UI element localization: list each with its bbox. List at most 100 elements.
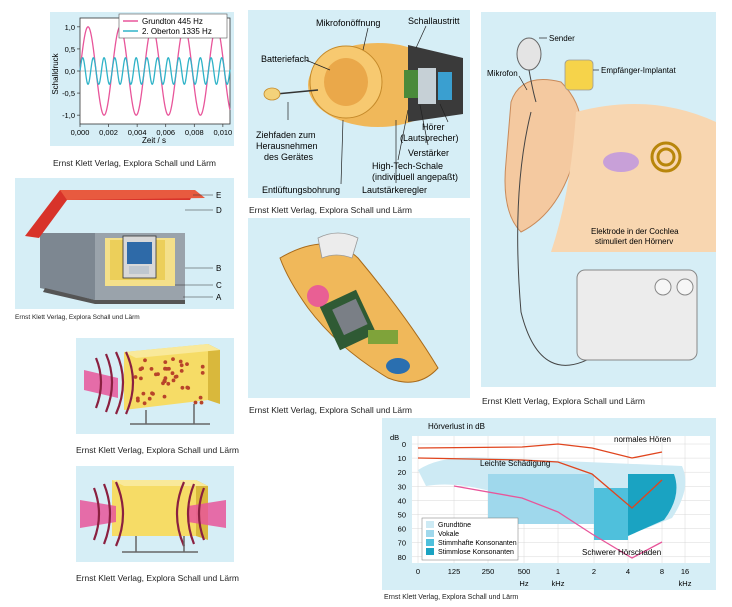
annot-schwer: Schwerer Hörschaden <box>582 548 661 557</box>
label-hoerer: Hörer <box>422 122 445 132</box>
house-label-e: E <box>216 191 221 200</box>
aud-ytick-label: 30 <box>398 482 406 491</box>
wave-ytick-label: 0,5 <box>65 45 75 54</box>
aud-xtick-label: 125 <box>448 567 461 576</box>
absorber-dot <box>133 375 138 379</box>
resonator-panel <box>76 466 234 562</box>
aud-ytick-label: 10 <box>398 454 406 463</box>
wave-xtick-label: 0,010 <box>213 128 232 137</box>
audiogram-title: Hörverlust in dB <box>428 422 485 431</box>
aud-xtick-label: 250 <box>482 567 495 576</box>
line-leicht <box>417 457 663 509</box>
wave-xlabel: Zeit / s <box>142 136 166 145</box>
caption-resonator: Ernst Klett Verlag, Explora Schall und L… <box>76 573 239 583</box>
house-label-a: A <box>216 293 222 302</box>
absorber-dot <box>166 381 171 386</box>
house-label-d: D <box>216 206 222 215</box>
label-batteriefach: Batteriefach <box>261 54 309 64</box>
legend-grundtoene: Grundtöne <box>438 522 471 529</box>
legend-grundton: Grundton 445 Hz <box>142 17 203 26</box>
label-ziehfaden-2: Herausnehmen <box>256 141 318 151</box>
aud-xtick-label: 4 <box>626 567 630 576</box>
absorber-dot <box>171 378 176 383</box>
caption-wave: Ernst Klett Verlag, Explora Schall und L… <box>53 158 216 168</box>
house-illustration: E D B C A <box>25 190 222 304</box>
absorber-dot <box>150 391 154 396</box>
wave-xtick-label: 0,008 <box>185 128 204 137</box>
audiogram-x-unit-hz: Hz <box>519 579 528 588</box>
label-entlueftung: Entlüftungsbohrung <box>262 185 340 195</box>
absorber-dot <box>147 396 152 401</box>
caption-implant: Ernst Klett Verlag, Explora Schall und L… <box>482 396 645 406</box>
label-mikrofon: Mikrofon <box>487 69 518 78</box>
audiogram-legend <box>421 517 519 561</box>
label-elektrode-1: Elektrode in der Cochlea <box>591 227 679 236</box>
label-mikrofon-oeffnung: Mikrofonöffnung <box>316 18 380 28</box>
band-stimmlos <box>628 474 677 536</box>
label-ziehfaden-3: des Gerätes <box>264 152 314 162</box>
absorber-dot <box>199 400 204 405</box>
aud-xtick-label: 1 <box>556 567 560 576</box>
band-vokale <box>488 474 594 524</box>
label-schallaustritt: Schallaustritt <box>408 16 460 26</box>
aud-xtick-label: 500 <box>518 567 531 576</box>
bte-illustration <box>279 232 439 383</box>
absorber-dot <box>163 360 168 364</box>
label-lautsprecher: (Lautsprecher) <box>400 133 459 143</box>
absorber-dot <box>149 367 154 371</box>
aud-ytick-label: 60 <box>398 525 406 534</box>
absorber-dot <box>185 385 190 390</box>
oberton-line <box>79 57 231 86</box>
audiogram-x-unit-khz-1: kHz <box>552 579 565 588</box>
label-schale-1: High-Tech-Schale <box>372 161 443 171</box>
aud-xtick-label: 2 <box>592 567 596 576</box>
absorber-dot <box>162 394 167 399</box>
bte-panel <box>248 218 470 398</box>
resonator-illustration <box>80 480 226 553</box>
wave-ytick-label: 1,0 <box>65 23 75 32</box>
absorber-dot <box>154 372 158 377</box>
absorber-dot <box>174 374 179 379</box>
wave-ylabel: Schalldruck <box>51 52 60 94</box>
absorber-dot <box>163 376 168 381</box>
label-lautstaerkeregler: Lautstärkeregler <box>362 185 427 195</box>
absorber-dot <box>200 364 205 369</box>
house-label-b: B <box>216 264 221 273</box>
aud-xtick-label: 0 <box>416 567 420 576</box>
absorber-dot <box>180 385 185 390</box>
absorber-dot <box>139 376 143 381</box>
legend-vokale: Vokale <box>438 531 459 538</box>
absorber-dot <box>140 366 144 371</box>
absorber-dot <box>200 371 205 375</box>
band-stimmhaft <box>594 488 628 540</box>
line-schwer <box>453 485 663 559</box>
absorber-dot <box>142 401 147 406</box>
line-normal <box>417 443 663 459</box>
caption-house: Ernst Klett Verlag, Explora Schall und L… <box>15 314 140 321</box>
annot-normal: normales Hören <box>614 435 671 444</box>
legend-stimmlos: Stimmlose Konsonanten <box>438 549 514 556</box>
absorber-dot <box>164 367 169 371</box>
aud-ytick-label: 50 <box>398 511 406 520</box>
audiogram-x-unit-khz-2: kHz <box>679 579 692 588</box>
implant-illustration: Sender Mikrofon Empfänger-Implantat Elek… <box>487 34 716 366</box>
absorber-illustration <box>84 344 220 425</box>
implant-panel: Sender Mikrofon Empfänger-Implantat Elek… <box>481 12 716 387</box>
label-elektrode-2: stimuliert den Hörnerv <box>595 237 673 246</box>
aud-ytick-label: 20 <box>398 468 406 477</box>
wave-legend <box>118 13 228 39</box>
legend-stimmhaft: Stimmhafte Konsonanten <box>438 540 517 547</box>
absorber-dot <box>193 400 198 405</box>
house-panel: E D B C A <box>15 178 234 309</box>
absorber-dot <box>179 363 184 368</box>
label-schale-2: (individuell angepaßt) <box>372 172 458 182</box>
aud-ytick-label: 0 <box>402 440 406 449</box>
wave-ytick-label: -1,0 <box>62 111 75 120</box>
wave-xtick-label: 0,006 <box>156 128 175 137</box>
caption-bte: Ernst Klett Verlag, Explora Schall und L… <box>249 405 412 415</box>
caption-absorber: Ernst Klett Verlag, Explora Schall und L… <box>76 445 239 455</box>
